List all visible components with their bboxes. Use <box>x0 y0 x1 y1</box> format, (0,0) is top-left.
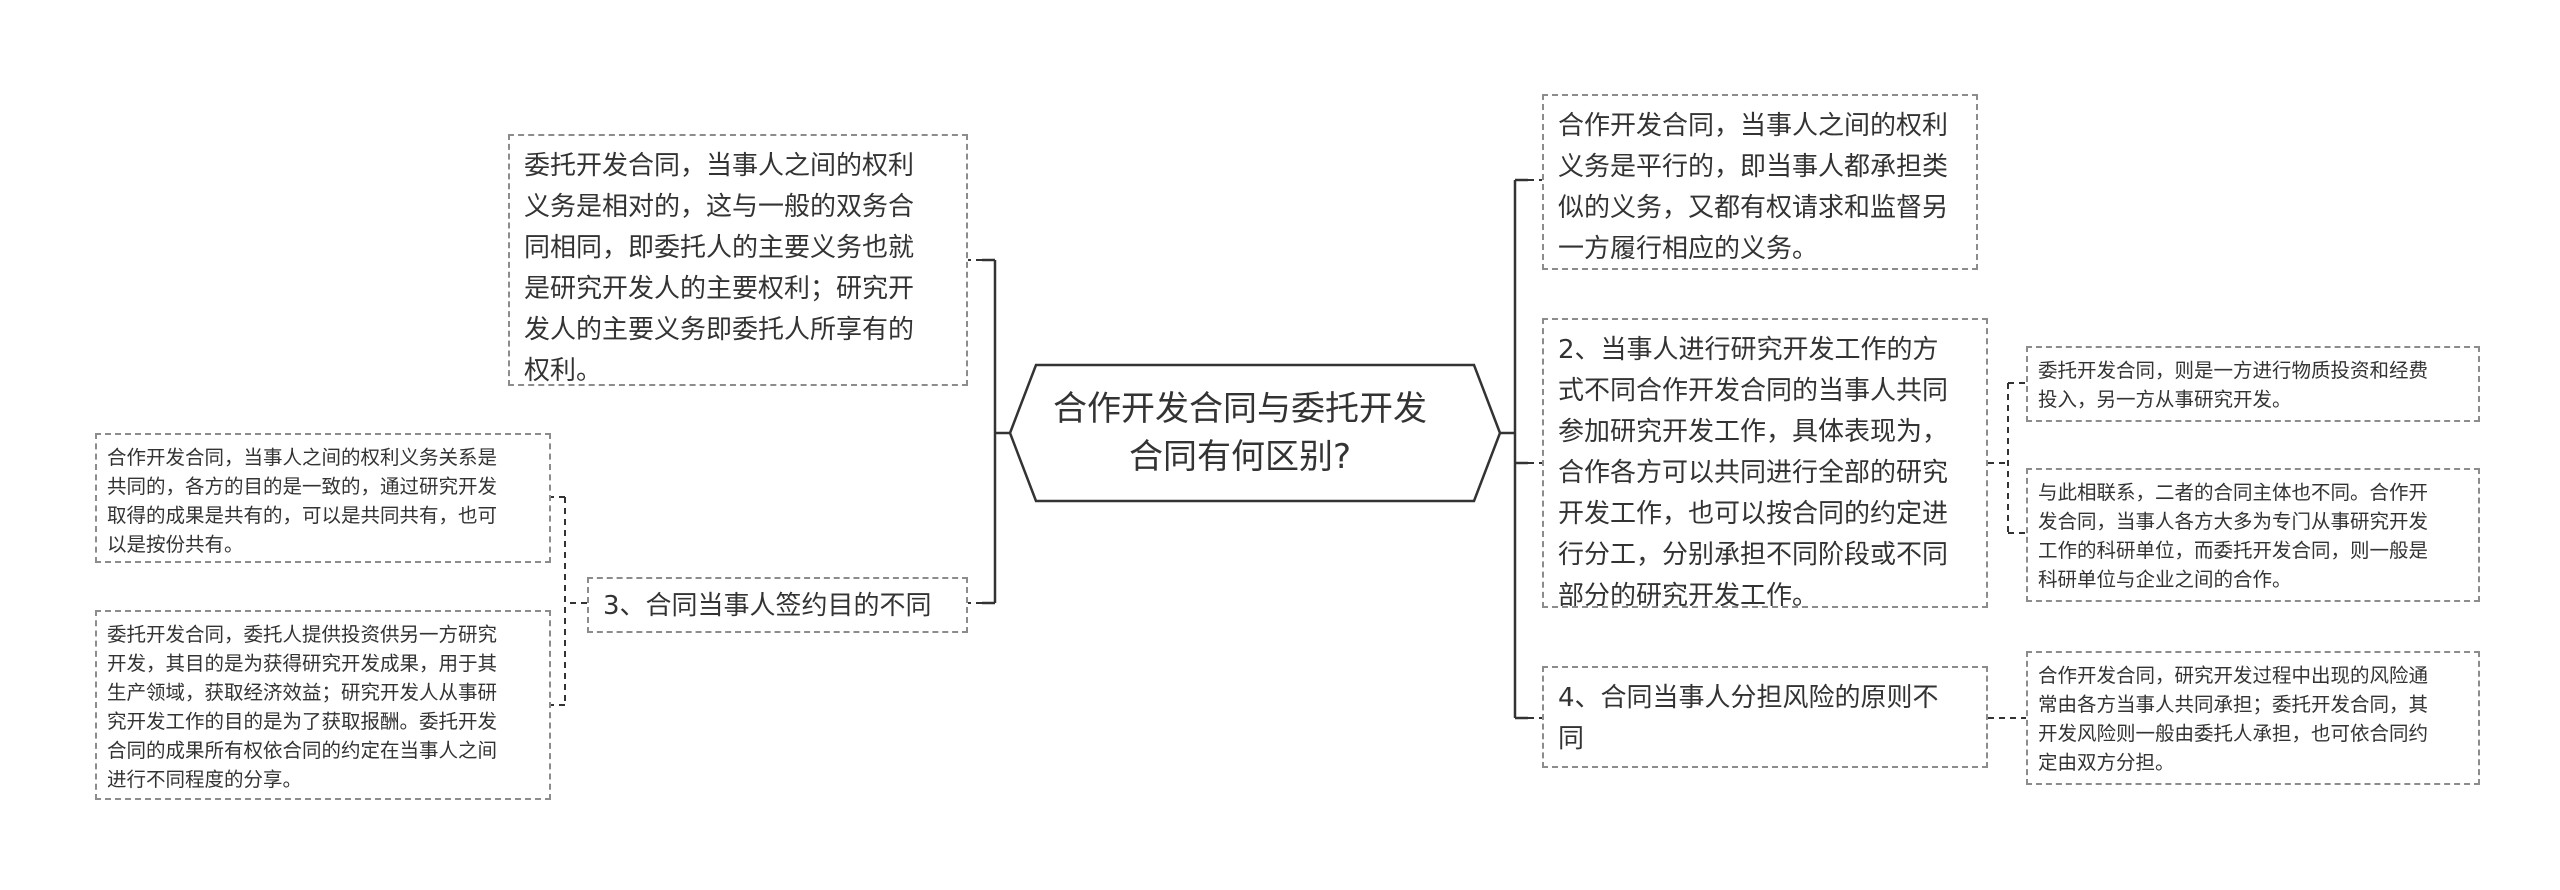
left-node-3-child-1: 合作开发合同，当事人之间的权利义务关系是 共同的，各方的目的是一致的，通过研究开… <box>95 433 551 563</box>
left-branch-links <box>982 258 1010 605</box>
left-node-1: 委托开发合同，当事人之间的权利 义务是相对的，这与一般的双务合 同相同，即委托人… <box>508 134 968 386</box>
root-title: 合作开发合同与委托开发 合同有何区别? <box>1053 389 1427 477</box>
right-node-1: 合作开发合同，当事人之间的权利 义务是平行的，即当事人都承担类 似的义务，又都有… <box>1542 94 1978 270</box>
right-node-2-child-1: 委托开发合同，则是一方进行物质投资和经费 投入，另一方从事研究开发。 <box>2026 346 2480 422</box>
right-sub-links <box>1988 382 2026 719</box>
right-node-2-child-2: 与此相联系，二者的合同主体也不同。合作开 发合同，当事人各方大多为专门从事研究开… <box>2026 468 2480 602</box>
right-branch-links <box>1500 178 1528 720</box>
right-node-4-child-1: 合作开发合同，研究开发过程中出现的风险通 常由各方当事人共同承担；委托开发合同，… <box>2026 651 2480 785</box>
left-node-3: 3、合同当事人签约目的不同 <box>587 577 968 633</box>
right-branch-dashes <box>1528 179 1542 719</box>
left-branch-dashes <box>968 259 982 604</box>
right-node-2: 2、当事人进行研究开发工作的方 式不同合作开发合同的当事人共同 参加研究开发工作… <box>1542 318 1988 608</box>
right-node-4: 4、合同当事人分担风险的原则不 同 <box>1542 666 1988 768</box>
left-node-3-child-2: 委托开发合同，委托人提供投资供另一方研究 开发，其目的是为获得研究开发成果，用于… <box>95 610 551 800</box>
left-sub-links <box>551 496 587 706</box>
